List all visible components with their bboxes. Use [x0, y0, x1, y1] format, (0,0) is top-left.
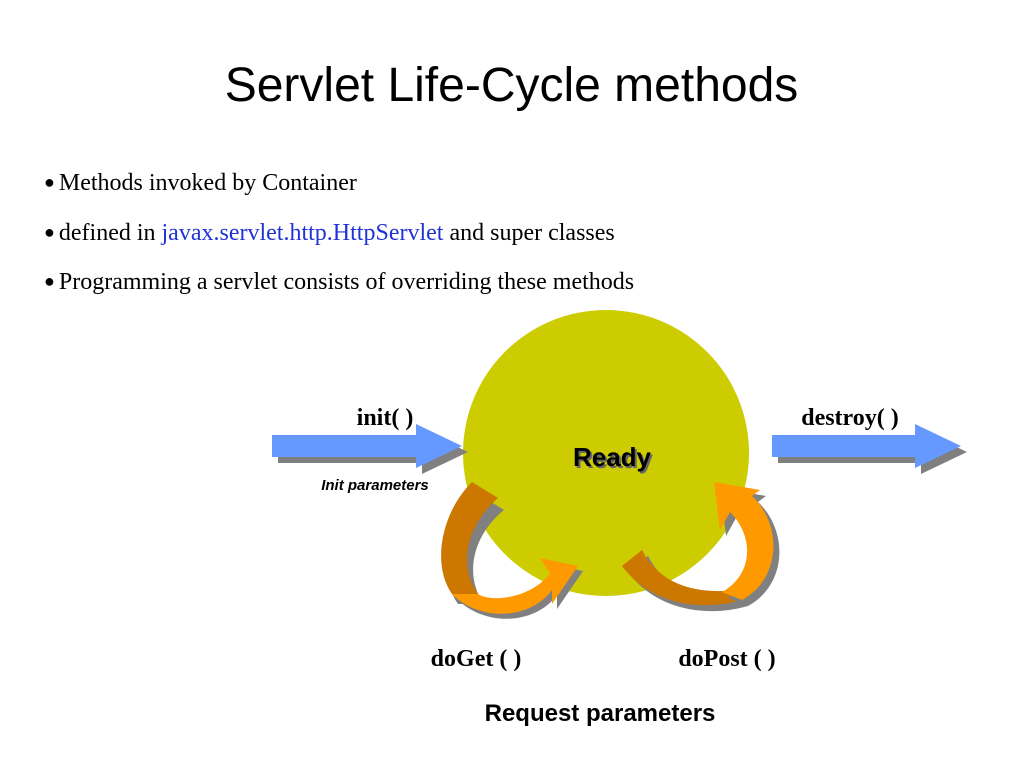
bullet-dot-icon: ●	[44, 172, 55, 192]
destroy-arrow-icon	[772, 424, 967, 474]
bullet-dot-icon: ●	[44, 271, 55, 291]
slide-title: Servlet Life-Cycle methods	[224, 59, 799, 112]
ready-state-circle	[463, 310, 749, 596]
bullet-item: ●Methods invoked by Container	[44, 170, 357, 197]
bullet-item: ●defined in javax.servlet.http.HttpServl…	[44, 220, 615, 247]
dopost-label: doPost ( )	[678, 646, 775, 672]
bullet-text-pre: defined in	[58, 220, 162, 246]
init-parameters-label: Init parameters	[321, 477, 429, 494]
bullet-text: Methods invoked by Container	[58, 170, 357, 196]
class-name-link: javax.servlet.http.HttpServlet	[161, 220, 444, 246]
doget-label: doGet ( )	[431, 646, 522, 672]
dopost-loop-arrow-icon	[622, 482, 780, 612]
init-arrow-icon	[272, 424, 468, 474]
bullet-text-post: and super classes	[443, 220, 615, 246]
bullet-item: ●Programming a servlet consists of overr…	[44, 269, 634, 296]
ready-label-shadow: Ready	[575, 444, 654, 474]
doget-loop-arrow-icon	[441, 482, 583, 619]
init-label: init( )	[357, 405, 414, 431]
bullet-text: Programming a servlet consists of overri…	[58, 269, 635, 295]
destroy-label: destroy( )	[801, 405, 899, 431]
request-parameters-label: Request parameters	[485, 700, 716, 727]
bullet-dot-icon: ●	[44, 222, 55, 242]
ready-label: Ready	[573, 442, 652, 472]
